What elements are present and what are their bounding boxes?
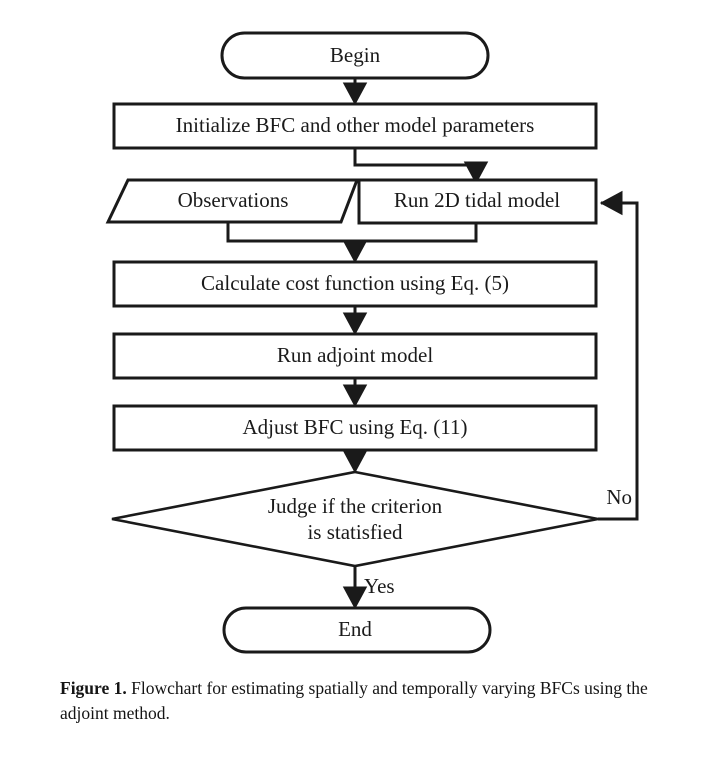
node-end[interactable]: End bbox=[222, 606, 492, 654]
node-adjoint[interactable]: Run adjoint model bbox=[112, 332, 598, 380]
adjoint-shape bbox=[112, 332, 598, 380]
cost-label: Calculate cost function using Eq. (5) bbox=[201, 271, 509, 295]
adjust-shape bbox=[112, 404, 598, 452]
edge-label-no: No bbox=[606, 485, 632, 509]
node-run-tidal[interactable]: Run 2D tidal model bbox=[357, 178, 598, 225]
node-initialize[interactable]: Initialize BFC and other model parameter… bbox=[112, 102, 598, 150]
edge-initialize-to-run-tidal bbox=[353, 148, 489, 185]
initialize-shape bbox=[112, 102, 598, 150]
run-tidal-shape bbox=[357, 178, 598, 225]
end-label: End bbox=[338, 617, 372, 641]
judge-shape bbox=[111, 470, 599, 568]
edge-label-yes: Yes bbox=[364, 574, 395, 598]
figure-caption-text: Flowchart for estimating spatially and t… bbox=[60, 678, 648, 723]
flowchart-diagram: Begin Initialize BFC and other model par… bbox=[105, 31, 639, 654]
node-observations[interactable]: Observations bbox=[105, 178, 360, 224]
begin-label: Begin bbox=[330, 43, 381, 67]
initialize-label: Initialize BFC and other model parameter… bbox=[176, 113, 535, 137]
run-tidal-label: Run 2D tidal model bbox=[394, 188, 560, 212]
adjust-label: Adjust BFC using Eq. (11) bbox=[243, 415, 468, 439]
end-shape bbox=[222, 606, 492, 654]
figure-caption-label: Figure 1. bbox=[60, 678, 127, 698]
node-judge[interactable]: Judge if the criterion is statisfied bbox=[111, 470, 599, 568]
observations-label: Observations bbox=[178, 188, 289, 212]
begin-shape bbox=[220, 31, 490, 80]
edge-judge-no-to-run-tidal bbox=[598, 190, 639, 521]
edge-merge-observations-tidal bbox=[226, 222, 478, 243]
node-begin[interactable]: Begin bbox=[220, 31, 490, 80]
cost-shape bbox=[112, 260, 598, 308]
adjoint-label: Run adjoint model bbox=[277, 343, 433, 367]
node-cost[interactable]: Calculate cost function using Eq. (5) bbox=[112, 260, 598, 308]
judge-label-line1: Judge if the criterion bbox=[268, 494, 443, 518]
observations-shape bbox=[105, 178, 360, 224]
figure-caption: Figure 1. Flowchart for estimating spati… bbox=[60, 676, 660, 726]
judge-label-line2: is statisfied bbox=[307, 520, 403, 544]
node-adjust[interactable]: Adjust BFC using Eq. (11) bbox=[112, 404, 598, 452]
